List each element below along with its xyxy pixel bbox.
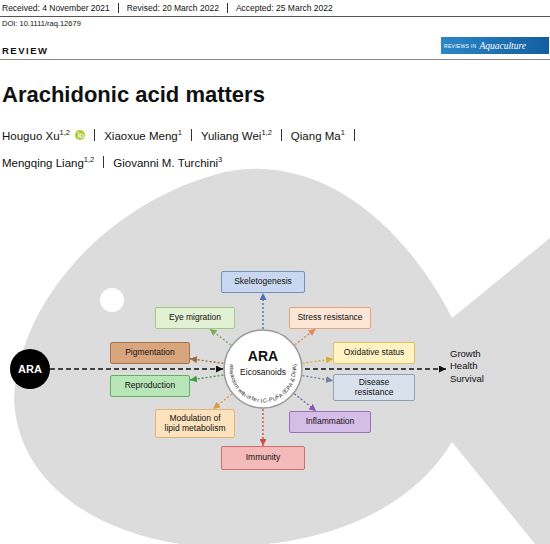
effect-arrow [303,376,334,381]
affiliation-number: 3 [218,155,222,164]
box-label: Inflammation [306,417,355,427]
effect-arrow [50,368,223,369]
effect-box: Reproduction [110,375,190,397]
paper-title: Arachidonic acid matters [2,82,265,108]
fish-eye [100,288,124,312]
author-name: Mengqing Liang [2,157,84,169]
article-type: REVIEW [2,45,48,56]
logo-small-text: REVIEWS IN [444,43,476,49]
header-line: Received: 4 November 2021Revised: 20 Mar… [0,3,341,13]
author-name: Houguo Xu [2,130,60,142]
separator [94,129,95,141]
effect-arrow [295,329,316,345]
effect-arrow [294,394,316,411]
effect-arrow [190,375,223,380]
box-label: Reproduction [125,381,176,391]
author-name: Qiang Ma [291,130,341,142]
affiliation-number: 1,2 [261,128,271,137]
effect-arrow [190,359,223,364]
effect-box: Stress resistance [289,307,371,329]
affiliation-number: 1 [341,128,345,137]
revised-date: Revised: 20 March 2022 [119,3,228,13]
box-label: Immunity [246,453,280,463]
doi: DOI: 10.1111/raq.12679 [2,19,81,28]
effect-arrow [262,293,263,329]
effect-box: Eye migration [155,307,235,329]
effect-box: Pigmentation [110,342,190,364]
author-name: Yuliang Wei [201,130,262,142]
effect-arrow [303,359,333,363]
effect-box: Disease resistance [333,374,415,401]
header-rule [0,16,550,17]
orcid-icon [75,130,85,140]
author-name: Giovanni M. Turchini [113,157,218,169]
node-label: ARA [223,348,303,364]
affiliation-number: 1,2 [60,128,70,137]
effect-box: Immunity [221,446,305,470]
effect-box: Inflammation [289,411,371,433]
box-label: Skeletogenesis [234,277,292,287]
outcome-label: Growth Health Survival [450,348,496,385]
box-label: Stress resistance [297,313,362,323]
author-list: Houguo Xu1,2 Xiaoxue Meng1Yuliang Wei1,2… [2,121,542,175]
affiliation-number: 1,2 [84,155,94,164]
type-rule [0,59,550,60]
box-label: Eye migration [169,313,221,323]
effect-arrow [213,394,232,409]
arc-text: Interaction with other LC-PUFA (EPA & DH… [223,329,303,409]
affiliation-number: 1 [178,128,182,137]
box-label: Modulation of lipid metabolism [162,414,228,434]
journal-logo: REVIEWS INAquaculture [441,37,549,54]
logo-text: Aquaculture [479,41,526,51]
effect-box: Oxidative status [333,342,415,364]
box-label: Oxidative status [344,348,404,358]
box-label: Pigmentation [125,348,175,358]
effect-arrow [210,329,231,345]
hub-circle: ARAEicosanoidsInteraction with other LC-… [223,329,303,409]
effect-box: Skeletogenesis [221,271,305,293]
separator [191,129,192,141]
effect-box: Modulation of lipid metabolism [155,409,235,438]
source-circle: ARA [10,349,50,389]
author-name: Xiaoxue Meng [104,130,178,142]
accepted-date: Accepted: 25 March 2022 [228,3,341,13]
separator [354,129,355,141]
outcome-arrow [305,368,446,369]
effect-arrow [262,409,263,446]
node-label: ARA [10,349,50,389]
received-date: Received: 4 November 2021 [0,3,119,13]
box-label: Disease resistance [348,378,400,398]
separator [281,129,282,141]
separator [103,156,104,168]
fish-body [14,169,550,544]
